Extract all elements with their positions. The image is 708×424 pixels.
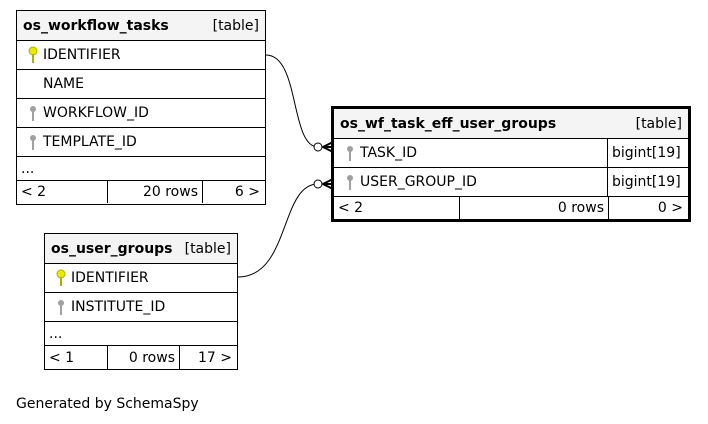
column-row[interactable]: IDENTIFIER: [45, 264, 237, 293]
column-type: bigint[19]: [607, 139, 688, 167]
column-row[interactable]: TEMPLATE_ID: [17, 128, 265, 157]
column-type: bigint[19]: [607, 168, 688, 196]
table-name: os_workflow_tasks: [23, 17, 169, 34]
column-row[interactable]: IDENTIFIER: [17, 41, 265, 70]
table-footer: < 1 0 rows 17 >: [45, 346, 237, 369]
column-name: USER_GROUP_ID: [360, 174, 477, 190]
table-footer: < 2 0 rows 0 >: [334, 197, 688, 219]
column-name: TASK_ID: [360, 145, 418, 161]
foreign-key-icon: [51, 297, 71, 317]
table-name: os_wf_task_eff_user_groups: [340, 115, 557, 132]
column-row-more[interactable]: ...: [17, 157, 265, 181]
row-count: 20 rows: [108, 181, 203, 203]
column-name: WORKFLOW_ID: [43, 105, 149, 121]
column-name: NAME: [43, 76, 84, 92]
table-footer: < 2 20 rows 6 >: [17, 181, 265, 203]
row-count: 0 rows: [460, 197, 609, 219]
table-os-user-groups[interactable]: os_user_groups [table] IDENTIFIER INSTIT…: [44, 233, 238, 370]
table-header: os_wf_task_eff_user_groups [table]: [334, 109, 688, 139]
column-name: INSTITUTE_ID: [71, 299, 166, 315]
foreign-key-icon: [23, 103, 43, 123]
table-os-wf-task-eff-user-groups[interactable]: os_wf_task_eff_user_groups [table] TASK_…: [331, 106, 691, 222]
parents-link[interactable]: < 1: [45, 346, 108, 369]
table-name: os_user_groups: [51, 240, 173, 257]
parents-link[interactable]: < 2: [17, 181, 108, 203]
foreign-key-icon: [340, 143, 360, 163]
children-link[interactable]: 6 >: [234, 184, 260, 200]
column-name: ...: [21, 160, 35, 177]
relation-user-groups-to-eff-groups: [237, 183, 333, 278]
children-link[interactable]: 17 >: [198, 349, 232, 366]
column-row-more[interactable]: ...: [45, 322, 237, 346]
primary-key-icon: [23, 45, 43, 65]
foreign-key-icon: [340, 172, 360, 192]
column-row[interactable]: INSTITUTE_ID: [45, 293, 237, 322]
parents-link[interactable]: < 2: [334, 197, 460, 219]
column-name: TEMPLATE_ID: [43, 134, 137, 150]
children-link[interactable]: 0 >: [657, 200, 683, 216]
column-row[interactable]: TASK_ID bigint[19]: [334, 139, 688, 168]
table-os-workflow-tasks[interactable]: os_workflow_tasks [table] IDENTIFIER NAM…: [16, 10, 266, 205]
primary-key-icon: [51, 268, 71, 288]
column-row[interactable]: WORKFLOW_ID: [17, 99, 265, 128]
column-row[interactable]: NAME: [17, 70, 265, 99]
column-name: IDENTIFIER: [71, 270, 149, 286]
relation-end-circle: [313, 179, 323, 189]
table-kind: [table]: [635, 115, 682, 132]
foreign-key-icon: [23, 132, 43, 152]
table-kind: [table]: [184, 240, 231, 257]
column-row[interactable]: USER_GROUP_ID bigint[19]: [334, 168, 688, 197]
column-name: IDENTIFIER: [43, 47, 121, 63]
generated-by-note: Generated by SchemaSpy: [16, 396, 199, 412]
table-header: os_user_groups [table]: [45, 234, 237, 264]
column-name: ...: [49, 325, 63, 342]
table-header: os_workflow_tasks [table]: [17, 11, 265, 41]
relation-workflow-tasks-to-eff-groups: [265, 54, 333, 148]
table-kind: [table]: [212, 17, 259, 34]
relation-end-circle: [313, 142, 323, 152]
row-count: 0 rows: [108, 346, 180, 369]
